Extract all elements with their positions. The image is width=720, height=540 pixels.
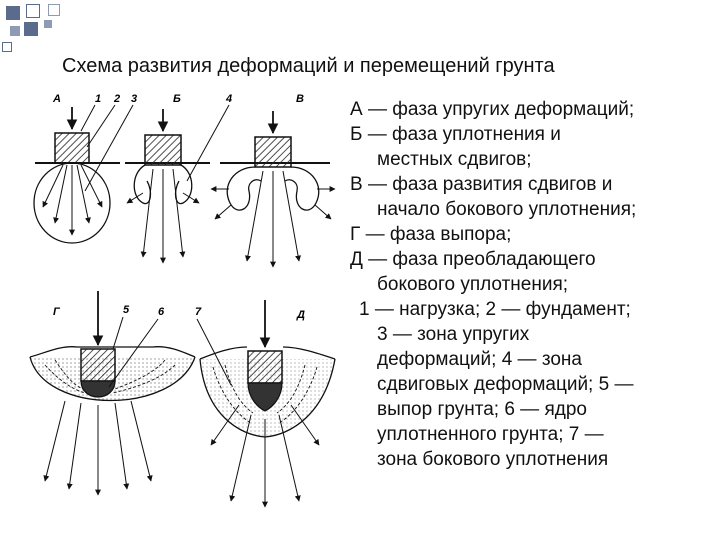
label-6: 6	[158, 306, 165, 318]
square-3	[10, 26, 20, 36]
foundation-v	[254, 136, 292, 168]
legend-phase-b-1: Б — фаза уплотнения и	[350, 124, 561, 145]
foundation-a	[54, 132, 90, 164]
diagram-d	[196, 300, 336, 508]
foundation-d	[247, 350, 283, 384]
label-D: Д	[296, 309, 305, 321]
page-title: Схема развития деформаций и перемещений …	[62, 55, 555, 77]
legend-phase-v-1: В — фаза развития сдвигов и	[350, 174, 613, 195]
compacted-core-g	[80, 380, 116, 398]
label-1: 1	[95, 93, 101, 105]
square-6	[44, 20, 52, 28]
deformation-diagram: А 1 2 3 Б 4 В	[29, 93, 336, 508]
legend-notes-4: сдвиговых деформаций; 5 —	[377, 374, 634, 395]
label-7: 7	[195, 306, 202, 318]
square-5	[48, 4, 60, 16]
legend-phase-d-1: Д — фаза преобладающего	[350, 249, 596, 270]
diagram-v	[210, 111, 336, 268]
foundation-g	[80, 348, 116, 382]
legend-notes-3: деформаций; 4 — зона	[377, 349, 582, 370]
legend-notes-2: 3 — зона упругих	[377, 324, 530, 345]
label-5: 5	[123, 304, 130, 316]
legend-phase-g: Г — фаза выпора;	[350, 224, 512, 245]
label-A: А	[52, 93, 61, 105]
legend-phase-a: А — фаза упругих деформаций;	[350, 99, 635, 120]
square-7	[2, 42, 12, 52]
legend-notes-6: уплотненного грунта; 7 —	[377, 424, 604, 445]
label-V: В	[296, 93, 304, 105]
legend-notes-7: зона бокового уплотнения	[377, 449, 609, 470]
label-2: 2	[113, 93, 120, 105]
diagram-b	[125, 104, 230, 264]
label-4: 4	[225, 93, 232, 105]
label-B: Б	[173, 93, 181, 105]
label-3: 3	[131, 93, 137, 105]
legend: А — фаза упругих деформаций; Б — фаза уп…	[350, 97, 715, 472]
legend-notes-1: 1 — нагрузка; 2 — фундамент;	[359, 299, 631, 320]
square-1	[6, 6, 20, 20]
decorative-squares	[0, 0, 720, 60]
label-G: Г	[53, 306, 61, 318]
legend-phase-b-2: местных сдвигов;	[377, 149, 532, 170]
square-2	[26, 4, 40, 18]
elastic-zone	[33, 162, 111, 244]
square-4	[24, 22, 38, 36]
legend-notes-5: выпор грунта; 6 — ядро	[377, 399, 587, 420]
diagram-g	[29, 291, 196, 496]
compacted-core-d	[247, 382, 283, 412]
foundation-b	[144, 134, 182, 166]
diagram-a	[33, 104, 134, 244]
legend-phase-v-2: начало бокового уплотнения;	[377, 199, 637, 220]
legend-phase-d-2: бокового уплотнения;	[377, 274, 569, 295]
